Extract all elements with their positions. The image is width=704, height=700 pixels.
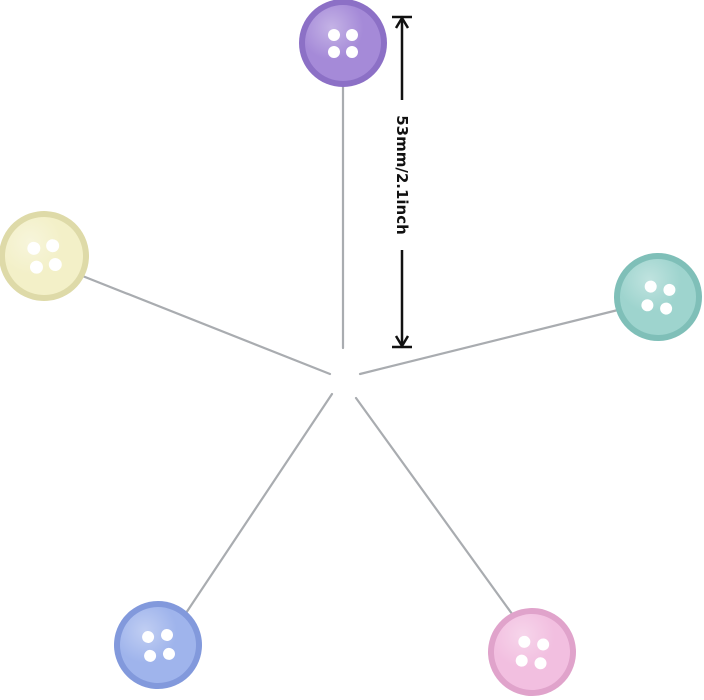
arrow-up-icon (394, 15, 410, 29)
dimension-label-backdrop (393, 100, 411, 250)
pin-shaft-mint (358, 307, 624, 376)
button-holes-icon (328, 29, 358, 58)
pin-head-purple (299, 0, 387, 87)
pin-head-blue (114, 601, 202, 689)
dimension-label: 53mm/2.1inch (393, 115, 411, 235)
pin-shaft-pink (354, 396, 517, 620)
button-holes-icon (641, 280, 676, 315)
button-holes-icon (142, 629, 175, 662)
pin-head-mint (614, 253, 702, 341)
button-holes-icon (515, 635, 550, 670)
arrow-down-icon (394, 335, 410, 349)
button-holes-icon (27, 239, 62, 274)
pin-head-pink (488, 608, 576, 696)
pin-shaft-blue (178, 392, 334, 624)
pin-shafts (78, 80, 624, 624)
pin-head-cream (0, 211, 89, 301)
pin-shaft-cream (78, 273, 332, 376)
